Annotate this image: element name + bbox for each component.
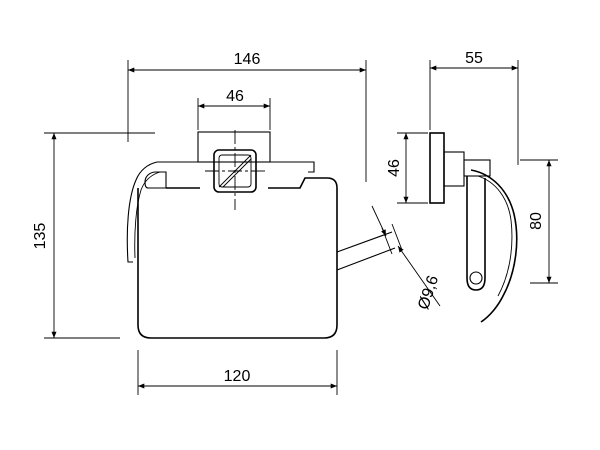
dim-rod-diameter: Ø9,6 xyxy=(371,205,442,312)
dim-overall-width: 146 xyxy=(127,51,367,182)
dim-total-height: 135 xyxy=(32,132,155,339)
rod-end-b xyxy=(391,223,403,251)
dim-arm-height: 80 xyxy=(520,159,558,284)
dim-label-146: 146 xyxy=(234,51,261,68)
side-mount-post xyxy=(443,151,465,187)
dim-label-46-front: 46 xyxy=(226,88,244,105)
side-arm xyxy=(466,176,486,291)
holder-body-top xyxy=(166,177,314,189)
dim-label-135: 135 xyxy=(32,223,49,250)
dim-body-width: 120 xyxy=(137,350,338,395)
holder-body xyxy=(137,177,338,339)
dim-label-rod-diameter: Ø9,6 xyxy=(415,273,442,311)
cover-flap-inner xyxy=(134,171,161,259)
rod-end-a xyxy=(381,227,393,255)
side-wall-plate xyxy=(429,132,445,204)
dim-depth: 55 xyxy=(429,50,519,165)
dim-label-55: 55 xyxy=(465,50,483,67)
side-knob xyxy=(463,159,491,177)
side-cover-arc xyxy=(470,169,518,323)
side-view xyxy=(429,132,518,323)
front-mount-block xyxy=(197,131,271,163)
cover-top-edge xyxy=(157,161,315,173)
front-view xyxy=(126,130,403,339)
cover-curl xyxy=(144,171,167,189)
dim-label-80: 80 xyxy=(528,212,545,230)
side-cover-arc-inner xyxy=(477,175,513,297)
cover-flap-left xyxy=(126,161,158,263)
dim-label-120: 120 xyxy=(224,368,251,385)
side-arm-end xyxy=(469,271,483,285)
dim-mount-width-front: 46 xyxy=(197,88,271,130)
knob-diagonal-2 xyxy=(222,158,252,188)
dim-label-46-side: 46 xyxy=(386,159,403,177)
front-rod xyxy=(336,231,396,271)
dim-mount-height-side: 46 xyxy=(386,132,428,204)
